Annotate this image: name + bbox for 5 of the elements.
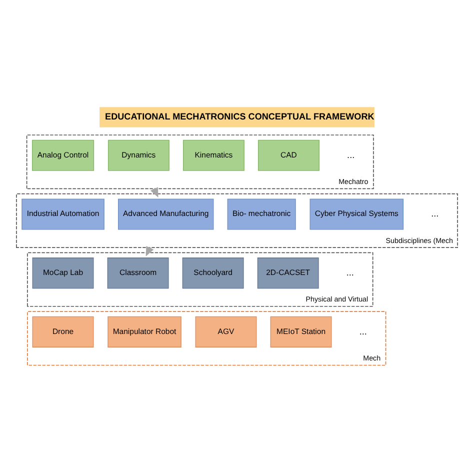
label: ...: [359, 326, 367, 336]
label: ...: [431, 208, 439, 218]
label: ...: [347, 149, 355, 160]
diagram-title: EDUCATIONAL MECHATRONICS CONCEPTUAL FRAMEWORK: [105, 110, 374, 121]
label: ...: [346, 266, 354, 277]
